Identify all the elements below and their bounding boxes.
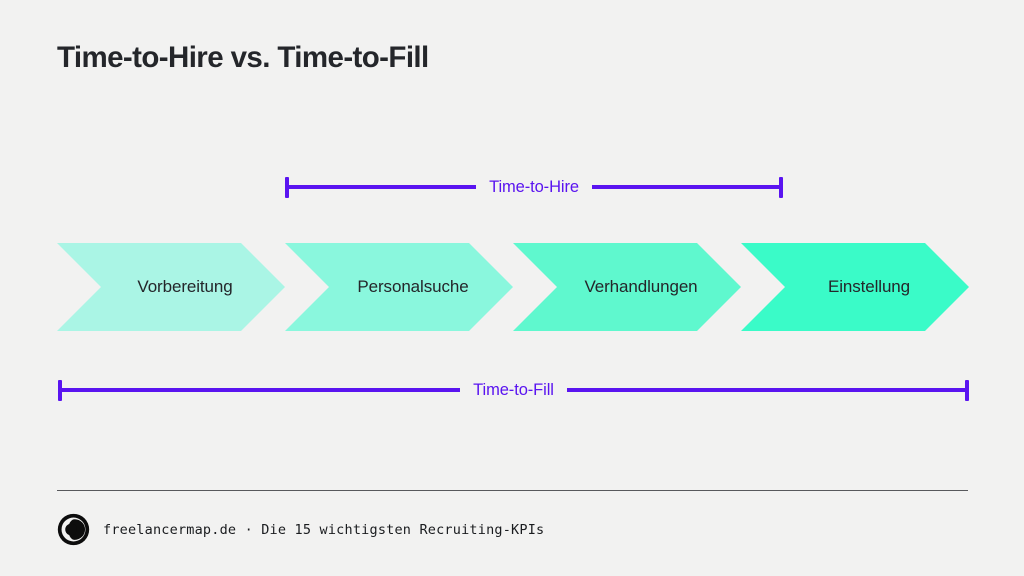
time-to-hire-bracket: Time-to-Hire <box>285 172 784 202</box>
stage-chevron-vorbereitung: Vorbereitung <box>57 243 285 331</box>
bracket-rail-right <box>591 185 780 189</box>
stage-label: Vorbereitung <box>137 277 233 296</box>
stage-label: Einstellung <box>827 277 911 296</box>
stage-chevron-personalsuche: Personalsuche <box>285 243 513 331</box>
bracket-rail-left <box>289 185 477 189</box>
footer: freelancermap.de · Die 15 wichtigsten Re… <box>57 513 544 546</box>
bracket-rail-right <box>566 388 965 392</box>
bracket-cap-left-icon <box>285 176 289 198</box>
time-to-fill-label: Time-to-Fill <box>473 380 554 399</box>
page-title: Time-to-Hire vs. Time-to-Fill <box>57 41 429 74</box>
stage-chevron-verhandlungen: Verhandlungen <box>513 243 741 331</box>
process-chevron-row: Vorbereitung Personalsuche Verhandlungen… <box>0 243 1024 331</box>
footer-divider <box>57 490 968 491</box>
time-to-fill-bracket: Time-to-Fill <box>58 375 969 405</box>
bracket-cap-left-icon <box>58 379 62 401</box>
stage-label: Personalsuche <box>357 277 469 296</box>
stage-chevron-einstellung: Einstellung <box>741 243 969 331</box>
footer-text: freelancermap.de · Die 15 wichtigsten Re… <box>103 521 545 538</box>
freelancermap-logo-icon <box>57 513 90 546</box>
time-to-hire-label: Time-to-Hire <box>489 177 579 196</box>
stage-label: Verhandlungen <box>584 277 698 296</box>
bracket-cap-right-icon <box>965 379 969 401</box>
bracket-rail-left <box>62 388 461 392</box>
bracket-cap-right-icon <box>779 176 784 198</box>
